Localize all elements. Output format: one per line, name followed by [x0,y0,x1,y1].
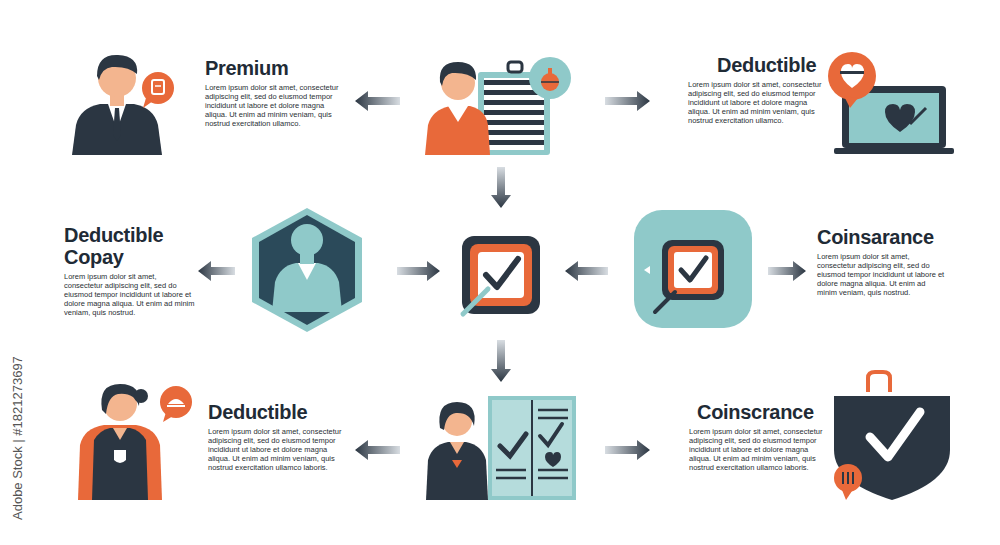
text-block: CoinsaranceLorem ipsum dolor sit amet, c… [817,226,987,297]
section-body: Lorem ipsum dolor sit amet, consectetur … [205,83,340,128]
hexagon-person-icon [252,208,362,332]
text-block: DeductibleLorem ipsum dolor sit amet, co… [208,401,408,472]
section-heading: Coinsarance [817,226,987,248]
section-heading: Deductible [208,401,408,423]
businessman-icon [72,55,174,155]
text-block: PremiumLorem ipsum dolor sit amet, conse… [205,57,405,128]
checkbox-icon [462,236,540,314]
section-body: Lorem ipsum dolor sit amet, consectetur … [64,272,196,317]
section-body: Lorem ipsum dolor sit amet, consectetur … [688,80,823,125]
shield-icon [834,372,950,500]
text-block: DeductibleLorem ipsum dolor sit amet, co… [688,54,917,125]
woman-icon [78,384,192,500]
section-body: Lorem ipsum dolor sit amet, consectetur … [208,427,343,472]
section-heading: Deductible [717,54,917,76]
text-block: CoinscranceLorem ipsum dolor sit amet, c… [689,401,897,472]
section-body: Lorem ipsum dolor sit amet, consectetur … [689,427,829,472]
section-body: Lorem ipsum dolor sit amet, consectetur … [817,252,947,297]
section-heading: Coinscrance [697,401,897,423]
laptop-heart-icon [828,52,954,154]
section-heading: Deductible Copay [64,224,189,268]
woman-checklist-icon [426,396,576,500]
teal-checkbox-icon [634,210,752,328]
text-block: Deductible CopayLorem ipsum dolor sit am… [64,224,196,317]
watermark: Adobe Stock | #1821273697 [10,356,25,520]
person-calculator-icon [425,57,571,155]
section-heading: Premium [205,57,405,79]
